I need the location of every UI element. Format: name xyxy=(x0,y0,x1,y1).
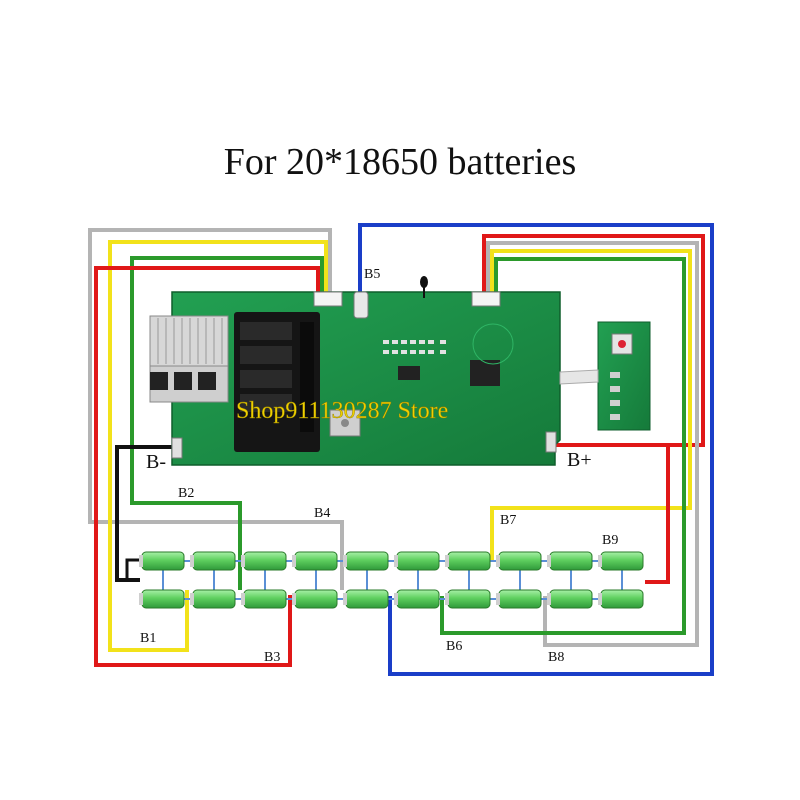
label-b5: B5 xyxy=(364,267,380,282)
battery-cell xyxy=(345,589,389,609)
battery-cell xyxy=(396,551,440,571)
battery-cell xyxy=(447,551,491,571)
battery-cell-terminal xyxy=(190,555,194,567)
battery-cell-terminal xyxy=(292,555,296,567)
wire-red-b3 xyxy=(94,266,320,667)
battery-cell-terminal xyxy=(598,593,602,605)
battery-cell xyxy=(396,589,440,609)
battery-cell-terminal xyxy=(547,593,551,605)
battery-cell xyxy=(600,589,644,609)
battery-cell-terminal xyxy=(445,555,449,567)
battery-cell xyxy=(345,551,389,571)
label-b4: B4 xyxy=(314,506,330,521)
battery-cell-terminal xyxy=(496,593,500,605)
wire-green-b2 xyxy=(130,256,324,590)
battery-cell-terminal xyxy=(343,593,347,605)
page-title: For 20*18650 batteries xyxy=(223,141,577,183)
battery-cell-terminal xyxy=(445,593,449,605)
label-b7: B7 xyxy=(500,513,516,528)
watermark-text: Shop911130287 Store xyxy=(236,398,448,424)
battery-cell-terminal xyxy=(292,593,296,605)
wire-gray-left xyxy=(88,228,344,590)
wire-blue-b5 xyxy=(358,223,714,676)
battery-cell-terminal xyxy=(598,555,602,567)
wire-black-bminus-link xyxy=(117,558,140,582)
battery-cell xyxy=(447,589,491,609)
battery-cell-terminal xyxy=(241,593,245,605)
label-b6: B6 xyxy=(446,639,462,654)
battery-cell xyxy=(549,551,593,571)
wire-green-b6 xyxy=(440,257,686,635)
battery-cell xyxy=(294,551,338,571)
battery-cell xyxy=(141,589,185,609)
battery-cell xyxy=(192,589,236,609)
battery-cell-terminal xyxy=(547,555,551,567)
wire-gray-b8 xyxy=(486,241,699,647)
battery-pack xyxy=(139,551,644,609)
battery-cell-terminal xyxy=(139,555,143,567)
battery-cell xyxy=(600,551,644,571)
battery-cell-terminal xyxy=(394,593,398,605)
wire-yellow-b1 xyxy=(108,240,328,652)
battery-cell-terminal xyxy=(190,593,194,605)
battery-cell-terminal xyxy=(343,555,347,567)
battery-cell-terminal xyxy=(139,593,143,605)
wire-red-bplus xyxy=(555,443,670,584)
label-b8: B8 xyxy=(548,650,564,665)
label-b2: B2 xyxy=(178,486,194,501)
label-b9: B9 xyxy=(602,533,618,548)
battery-cell xyxy=(294,589,338,609)
wire-yellow-b7 xyxy=(490,249,692,560)
label-b3: B3 xyxy=(264,650,280,665)
battery-cell xyxy=(498,589,542,609)
battery-cell-terminal xyxy=(241,555,245,567)
battery-cell xyxy=(141,551,185,571)
led-indicator-board xyxy=(559,321,651,431)
label-b-plus: B+ xyxy=(567,449,592,471)
battery-cell xyxy=(192,551,236,571)
battery-cell-terminal xyxy=(394,555,398,567)
battery-cell-terminal xyxy=(496,555,500,567)
bms-main-board xyxy=(149,276,561,466)
battery-cell xyxy=(549,589,593,609)
battery-cell xyxy=(243,551,287,571)
battery-cell xyxy=(498,551,542,571)
label-b1: B1 xyxy=(140,631,156,646)
battery-cell xyxy=(243,589,287,609)
label-b-minus: B- xyxy=(146,451,166,473)
